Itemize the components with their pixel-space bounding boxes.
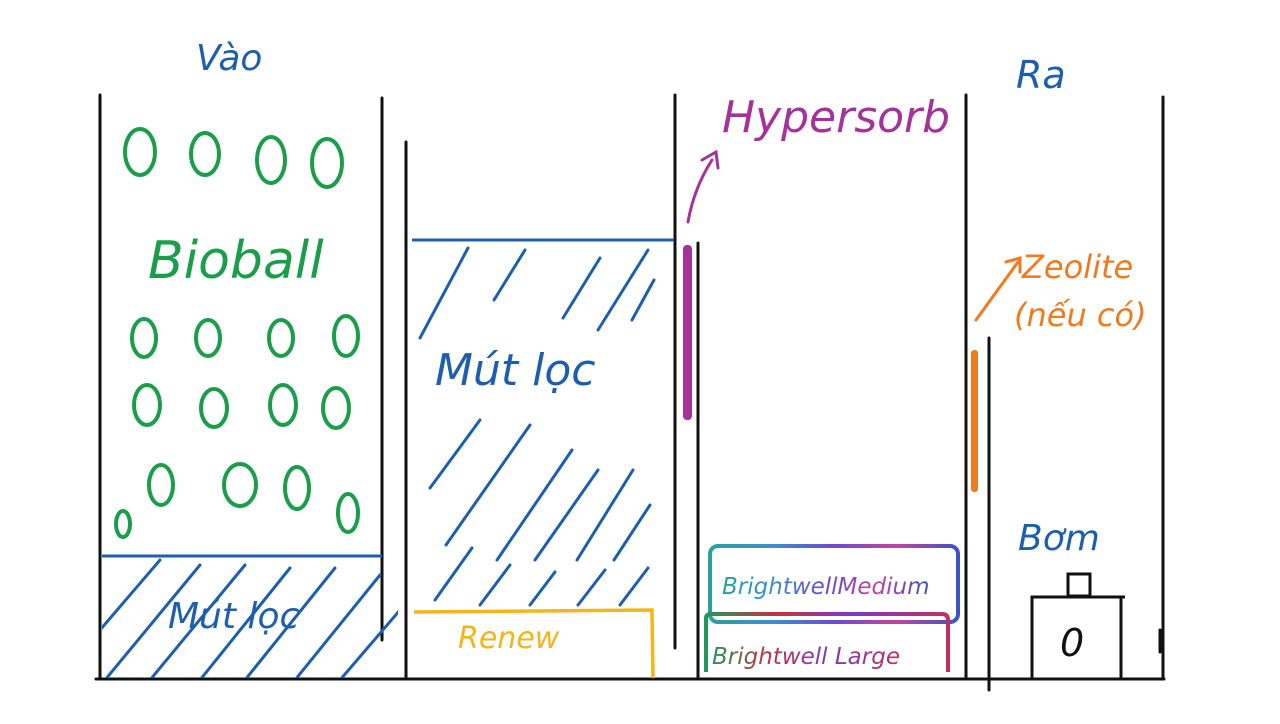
sponge-2-label: Mút lọc (435, 345, 595, 396)
zeolite-bag (971, 350, 978, 492)
hypersorb-bag (683, 245, 692, 420)
pump-label: Bơm (1018, 518, 1100, 559)
inlet-label: Vào (196, 38, 262, 79)
hypersorb-label: Hypersorb (722, 92, 950, 143)
bioballs (114, 127, 360, 539)
tank-walls (94, 93, 1166, 692)
brightwell-large-label: Brightwell Large (712, 644, 900, 670)
brightwell-medium-label: BrightwellMedium (722, 574, 930, 600)
sponge-1-label: Mút lọc (168, 596, 299, 637)
hypersorb-arrow (686, 149, 720, 224)
zeolite-label-line1: Zeolite (1021, 248, 1133, 286)
renew-label: Renew (458, 621, 560, 656)
sponge-2-hatching (418, 246, 656, 607)
renew-outline (413, 608, 655, 679)
pump-symbol: 0 (1060, 621, 1084, 665)
outlet-label: Ra (1016, 53, 1066, 97)
brightwell-medium-box (708, 544, 960, 624)
zeolite-label-line2: (nếu có) (1014, 296, 1147, 334)
brightwell-large-box (704, 612, 950, 672)
pump-icon (1030, 572, 1125, 678)
zeolite-arrow (974, 256, 1022, 322)
bioball-label: Bioball (148, 231, 324, 291)
sponge-1-hatching (102, 558, 398, 678)
